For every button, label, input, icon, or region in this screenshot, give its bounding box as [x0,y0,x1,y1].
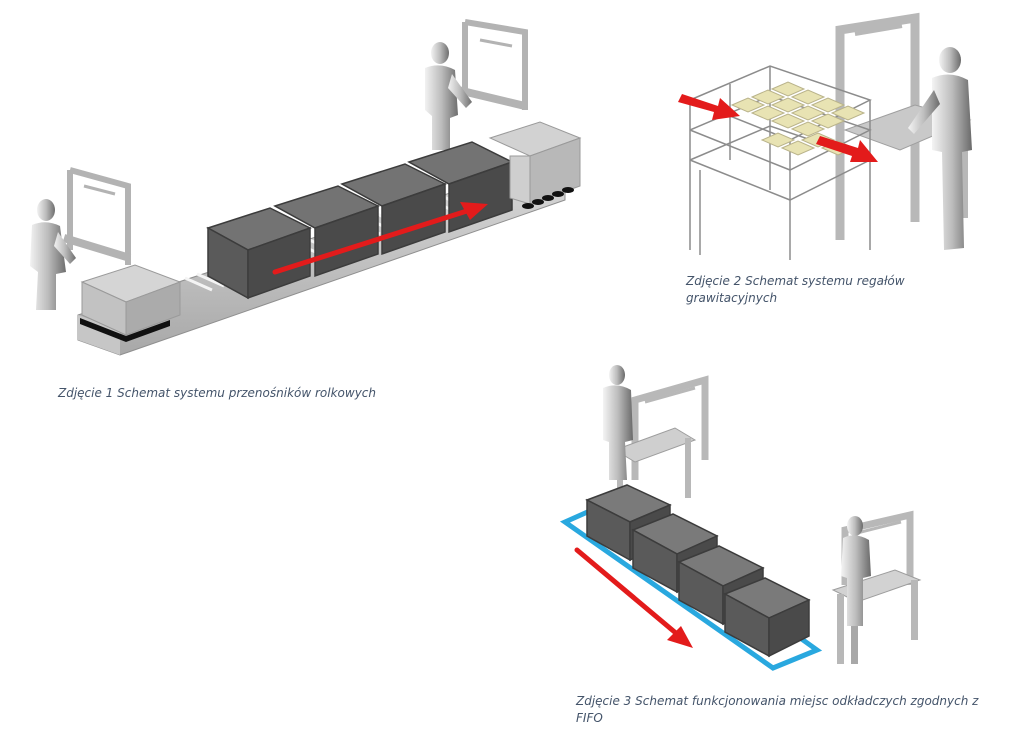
operator-figure-right [425,42,472,150]
rack-frame [689,65,872,260]
operator-figure-back [603,365,633,480]
fifo-dropoff-illustration [555,350,955,680]
roller-conveyor-illustration [20,10,590,370]
station-frame-left [62,167,132,265]
fifo-flow-arrow [574,547,693,648]
operator-figure-front [841,516,871,626]
gravity-rack-illustration [670,10,1010,260]
station-table-back [613,427,697,510]
operator-figure [908,47,972,250]
fifo-containers [585,484,811,658]
figure-3-caption: Zdjęcie 3 Schemat funkcjonowania miejsc … [576,694,979,725]
box-left-station [80,264,182,336]
operator-figure-left [30,199,76,310]
station-frame-right [457,19,528,110]
flow-arrow-in [678,94,740,120]
right-roller-ends [522,187,574,209]
left-roller-ends [80,318,170,342]
figure-2-caption: Zdjęcie 2 Schemat systemu regałów grawit… [686,274,905,305]
containers-on-conveyor [206,141,514,300]
flow-direction-arrow [272,202,488,275]
figure-1-caption: Zdjęcie 1 Schemat systemu przenośników r… [58,386,377,400]
flow-arrow-out [816,136,878,162]
station-frame-back [631,375,709,480]
